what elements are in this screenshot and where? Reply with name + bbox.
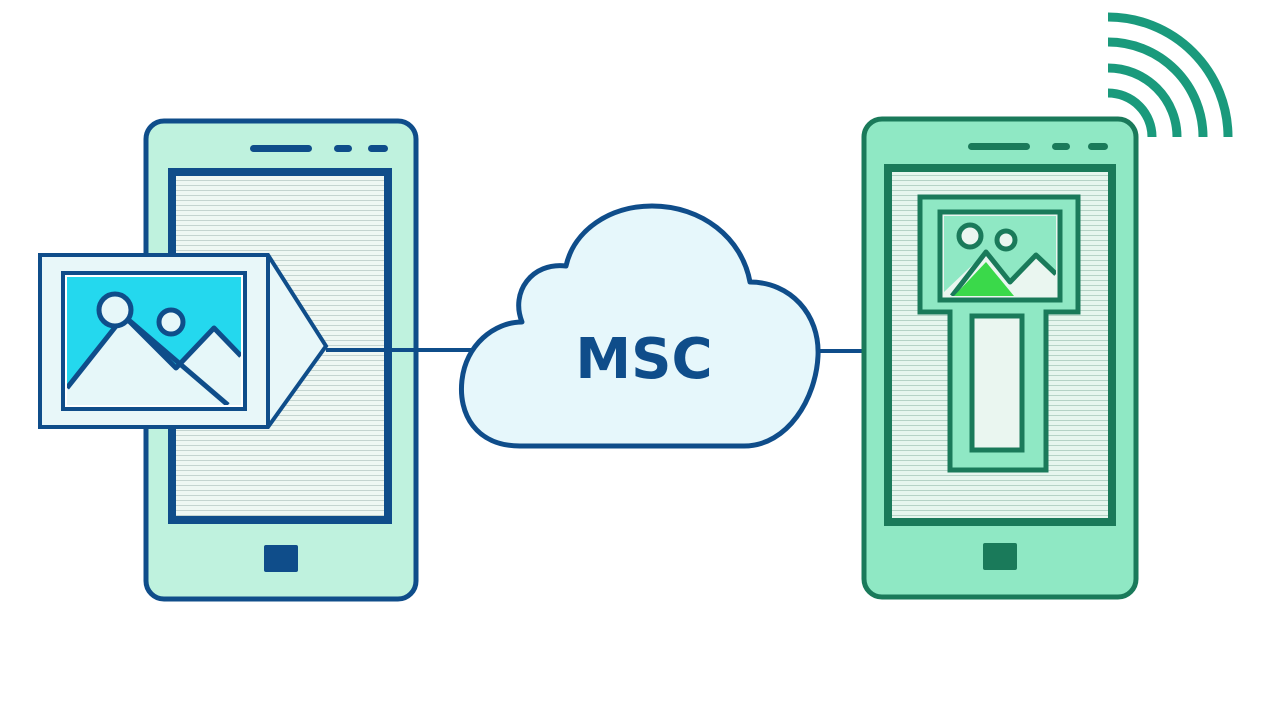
cloud-icon — [458, 203, 821, 449]
cloud: MSC — [458, 203, 821, 449]
sender-phone-sensor — [334, 145, 352, 152]
receiver-phone-speaker — [968, 143, 1030, 150]
image-sun-circle — [156, 307, 186, 337]
received-image-sun-circle — [994, 228, 1018, 252]
receiver-phone-sensor — [1088, 143, 1108, 150]
cloud-label: MSC — [575, 327, 712, 392]
receiver-phone — [861, 116, 1139, 600]
receiver-home-button — [983, 543, 1017, 570]
sender-phone-sensor — [368, 145, 388, 152]
received-image-sun-circle — [956, 222, 984, 250]
sender-home-button — [264, 545, 298, 572]
received-image-holder — [917, 194, 1081, 473]
sender-phone-speaker — [250, 145, 312, 152]
receiver-phone-sensor — [1052, 143, 1070, 150]
wifi-signal-icon — [1107, 12, 1233, 138]
image-icon — [67, 277, 241, 405]
image-sun-circle — [96, 291, 134, 329]
image-card — [38, 253, 329, 429]
